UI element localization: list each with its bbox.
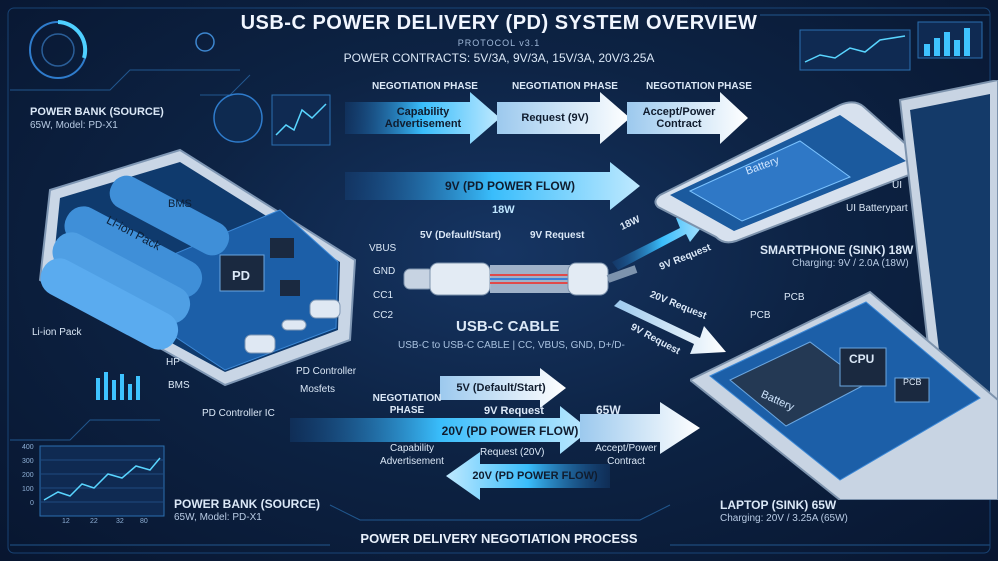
label-pd-controller-ic: PD Controller IC [202, 408, 275, 419]
arrow-to-smartphone [612, 214, 712, 270]
label-pcb-2: PCB [750, 310, 771, 321]
mini-chart-ytick-300: 300 [22, 458, 34, 465]
mini-chart-xtick-12: 12 [62, 518, 70, 525]
power-bank-title: POWER BANK (SOURCE) [30, 106, 164, 118]
signal-bars-decoration [96, 372, 140, 400]
power-bank-bottom-title: POWER BANK (SOURCE) [174, 497, 320, 511]
mini-chart-xtick-32: 32 [116, 518, 124, 525]
label-pd-controller: PD Controller [296, 366, 357, 377]
laptop-title: LAPTOP (SINK) 65W [720, 498, 837, 512]
pd-chip [219, 254, 265, 292]
mini-line-chart-top-right [799, 29, 911, 71]
cable-title: USB-C CABLE [456, 318, 560, 335]
battery-cells [40, 175, 230, 350]
cable-subtitle: USB-C to USB-C CABLE | CC, VBUS, GND, D+… [398, 340, 625, 351]
bottom-negotiation-phase: NEGOTIATION PHASE [372, 393, 442, 416]
laptop-illustration [690, 80, 998, 500]
cell-label-bms: BMS [168, 198, 192, 210]
cable-request: 9V Request [530, 230, 585, 241]
step-accept-label: Accept/Power Contract [642, 106, 716, 130]
bottom-default-start: 5V (Default/Start) [456, 382, 546, 394]
mini-chart-bottom-left [39, 445, 165, 517]
power-flow-9v-label: 9V (PD POWER FLOW) [445, 179, 575, 193]
mini-chart-xtick-22: 22 [90, 518, 98, 525]
gauge-icon [29, 20, 88, 79]
arrow-accept [627, 92, 748, 144]
laptop-subtitle: Charging: 20V / 3.25A (65W) [720, 513, 848, 524]
mini-line-chart-top [271, 94, 331, 146]
mini-bar-chart-top-right [917, 21, 983, 59]
label-mosfets: Mosfets [300, 384, 336, 395]
smartphone-illustration [654, 101, 923, 244]
mini-chart-ytick-0: 0 [30, 500, 34, 507]
bottom-power-flow-20v: 20V (PD POWER FLOW) [441, 424, 579, 438]
label-hp: HP [166, 357, 180, 368]
bottom-accept: Accept/Power Contract [595, 443, 657, 467]
bottom-request-9v: 9V Request [484, 405, 544, 417]
bottom-capability: Capability Advertisement [380, 443, 444, 467]
footer-title: POWER DELIVERY NEGOTIATION PROCESS [360, 531, 638, 546]
power-watts-18w: 18W [492, 204, 515, 216]
power-contracts: POWER CONTRACTS: 5V/3A, 9V/3A, 15V/3A, 2… [343, 51, 655, 65]
power-bank-subtitle: 65W, Model: PD-X1 [30, 120, 118, 131]
smartphone-subtitle: Charging: 9V / 2.0A (18W) [792, 258, 909, 269]
cable-default-start: 5V (Default/Start) [420, 230, 502, 241]
pd-chip-label: PD [232, 268, 251, 283]
protocol-version: PROTOCOL v3.1 [457, 38, 541, 48]
laptop-cpu-label: CPU [849, 352, 875, 366]
label-pcb-1: PCB [784, 292, 805, 303]
mini-chart-ytick-100: 100 [22, 486, 34, 493]
laptop-pcb-chip-label: PCB [903, 377, 922, 387]
arrow-5v-default [440, 368, 566, 408]
pin-cc2: CC2 [373, 310, 394, 321]
mini-chart-xtick-80: 80 [140, 518, 148, 525]
phase-label-2: NEGOTIATION PHASE [512, 81, 618, 92]
label-ui-battery: UI Batterypart [846, 203, 908, 214]
step-request-label: Request (9V) [521, 112, 589, 124]
page-title: USB-C POWER DELIVERY (PD) SYSTEM OVERVIE… [240, 12, 758, 34]
pin-vbus: VBUS [369, 243, 397, 254]
power-bank-bottom-subtitle: 65W, Model: PD-X1 [174, 512, 262, 523]
arrow-9v-power-flow [345, 162, 640, 210]
step-capability-label: Capability Advertisement [384, 106, 462, 130]
arrow-20v-power-flow [290, 406, 590, 454]
arrow-to-laptop [614, 300, 726, 354]
arrow-65w [580, 402, 700, 454]
arrow-capability [345, 92, 500, 144]
bottom-return-flow: 20V (PD POWER FLOW) [472, 470, 598, 482]
arrow-return-20v [446, 452, 610, 500]
label-li-ion-pack: Li-ion Pack [32, 327, 82, 338]
phase-label-3: NEGOTIATION PHASE [646, 81, 752, 92]
mini-chart-ytick-400: 400 [22, 444, 34, 451]
bottom-request-20v: Request (20V) [480, 447, 545, 458]
usb-c-cable [403, 262, 638, 296]
pin-cc1: CC1 [373, 290, 394, 301]
smartphone-title: SMARTPHONE (SINK) 18W [760, 243, 914, 257]
power-bank-illustration [38, 148, 357, 387]
pin-gnd: GND [373, 266, 396, 277]
phase-label-1: NEGOTIATION PHASE [372, 81, 478, 92]
arrow-request-9v [497, 92, 630, 144]
bottom-watts-65w: 65W [596, 403, 621, 417]
mini-chart-ytick-200: 200 [22, 472, 34, 479]
label-ui: UI [892, 180, 902, 191]
label-bms: BMS [168, 380, 190, 391]
